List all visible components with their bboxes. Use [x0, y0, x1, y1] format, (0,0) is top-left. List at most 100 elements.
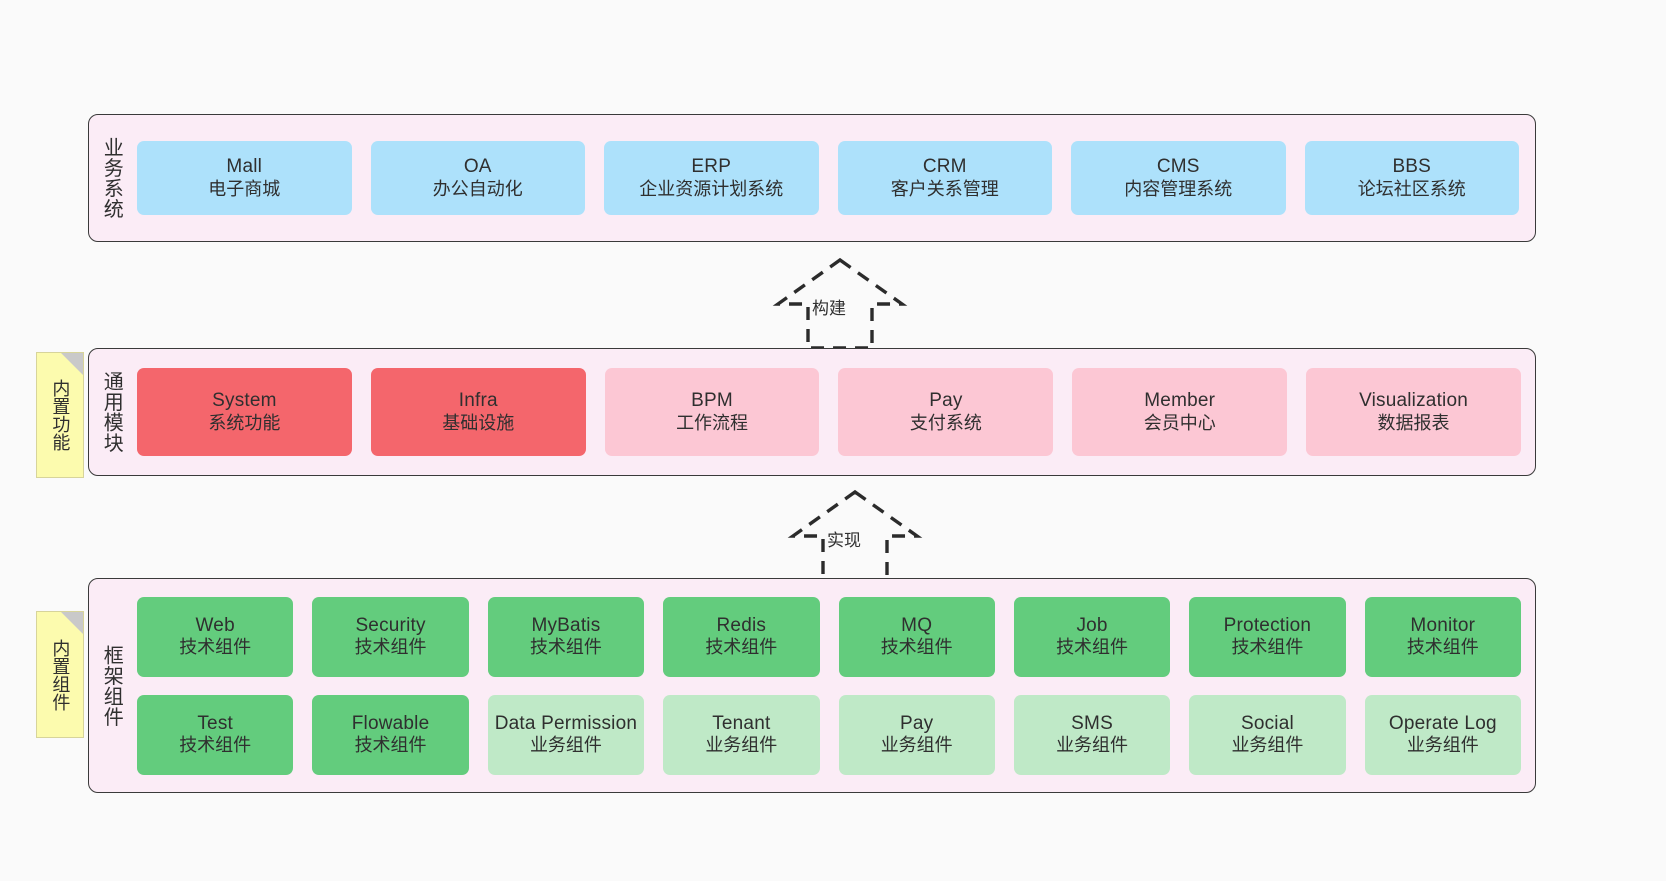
- card-social[interactable]: Social 业务组件: [1189, 694, 1346, 775]
- card-title-en: OA: [463, 156, 492, 178]
- card-title-cn: 技术组件: [354, 637, 427, 658]
- card-title-en: Tenant: [712, 712, 771, 734]
- card-title-en: Protection: [1223, 614, 1312, 636]
- card-title-en: Monitor: [1410, 614, 1476, 636]
- card-title-en: Job: [1076, 614, 1108, 636]
- card-security[interactable]: Security 技术组件: [312, 596, 469, 677]
- card-title-cn: 业务组件: [1056, 735, 1129, 756]
- card-title-cn: 办公自动化: [432, 178, 523, 199]
- card-title-cn: 电子商城: [208, 178, 281, 199]
- card-title-en: Redis: [716, 614, 767, 636]
- card-erp[interactable]: ERP 企业资源计划系统: [604, 141, 819, 215]
- card-title-en: Mall: [226, 156, 263, 178]
- card-title-cn: 支付系统: [909, 412, 982, 433]
- card-title-cn: 会员中心: [1143, 412, 1216, 433]
- card-title-en: Web: [195, 614, 235, 636]
- card-title-cn: 业务组件: [529, 735, 602, 756]
- card-title-en: Operate Log: [1388, 712, 1497, 734]
- card-title-cn: 技术组件: [880, 637, 953, 658]
- card-mall[interactable]: Mall 电子商城: [137, 141, 352, 215]
- card-title-en: BPM: [691, 390, 733, 412]
- card-title-cn: 工作流程: [676, 412, 749, 433]
- note-builtin-components: 内置组件: [36, 611, 84, 738]
- note-builtin-functions: 内置功能: [36, 352, 84, 478]
- card-redis[interactable]: Redis 技术组件: [663, 596, 820, 677]
- card-mq[interactable]: MQ 技术组件: [838, 596, 995, 677]
- card-job[interactable]: Job 技术组件: [1013, 596, 1171, 677]
- card-pay-component[interactable]: Pay 业务组件: [838, 694, 995, 775]
- card-bbs[interactable]: BBS 论坛社区系统: [1304, 141, 1519, 215]
- card-title-cn: 业务组件: [1406, 735, 1479, 756]
- card-title-cn: 技术组件: [705, 637, 778, 658]
- card-title-cn: 技术组件: [179, 735, 252, 756]
- row-framework-2: Test 技术组件 Flowable 技术组件 Data Permission …: [137, 694, 1521, 775]
- card-title-cn: 业务组件: [880, 735, 953, 756]
- card-sms[interactable]: SMS 业务组件: [1013, 694, 1171, 775]
- card-title-en: System: [212, 390, 277, 412]
- note-label: 内置组件: [50, 638, 71, 711]
- layer-title-modules: 通用模块: [100, 371, 123, 453]
- card-title-cn: 内容管理系统: [1124, 178, 1233, 199]
- card-title-en: Security: [355, 614, 426, 636]
- card-crm[interactable]: CRM 客户关系管理: [837, 141, 1052, 215]
- card-title-cn: 技术组件: [529, 637, 602, 658]
- card-title-cn: 企业资源计划系统: [639, 178, 784, 199]
- arrow-implement-label: 实现: [825, 526, 863, 551]
- card-title-cn: 技术组件: [1056, 637, 1129, 658]
- layer-body-framework: Web 技术组件 Security 技术组件 MyBatis 技术组件 Redi…: [133, 579, 1535, 792]
- layer-body-modules: System 系统功能 Infra 基础设施 BPM 工作流程 Pay 支付系统…: [133, 349, 1535, 475]
- card-infra[interactable]: Infra 基础设施: [370, 368, 586, 456]
- card-title-en: Flowable: [351, 712, 430, 734]
- card-member[interactable]: Member 会员中心: [1072, 368, 1288, 456]
- card-title-en: Pay: [900, 712, 934, 734]
- layer-business-systems: 业务系统 Mall 电子商城 OA 办公自动化 ERP 企业资源计划系统 CRM…: [88, 114, 1536, 242]
- card-cms[interactable]: CMS 内容管理系统: [1071, 141, 1286, 215]
- card-web[interactable]: Web 技术组件: [137, 596, 294, 677]
- card-title-cn: 业务组件: [1231, 735, 1304, 756]
- layer-framework-components: 框架组件 Web 技术组件 Security 技术组件 MyBatis 技术组件…: [88, 578, 1536, 793]
- card-title-en: CRM: [922, 156, 967, 178]
- layer-title-framework: 框架组件: [100, 644, 123, 727]
- card-title-en: Social: [1240, 712, 1294, 734]
- card-flowable[interactable]: Flowable 技术组件: [312, 694, 469, 775]
- card-mybatis[interactable]: MyBatis 技术组件: [487, 596, 645, 677]
- card-title-en: BBS: [1392, 156, 1432, 178]
- card-tenant[interactable]: Tenant 业务组件: [663, 694, 820, 775]
- card-monitor[interactable]: Monitor 技术组件: [1364, 596, 1521, 677]
- card-title-en: MQ: [901, 614, 933, 636]
- card-title-cn: 数据报表: [1377, 412, 1450, 433]
- card-oa[interactable]: OA 办公自动化: [370, 141, 585, 215]
- arrow-build: 构建: [750, 257, 930, 350]
- card-title-en: SMS: [1071, 712, 1113, 734]
- card-title-en: Data Permission: [494, 712, 638, 734]
- card-protection[interactable]: Protection 技术组件: [1189, 596, 1346, 677]
- card-title-en: Infra: [458, 390, 498, 412]
- card-title-en: CMS: [1156, 156, 1200, 178]
- card-title-cn: 技术组件: [354, 735, 427, 756]
- arrow-build-label: 构建: [810, 294, 848, 319]
- card-title-en: Member: [1144, 390, 1216, 412]
- card-title-cn: 技术组件: [179, 637, 252, 658]
- row-framework-1: Web 技术组件 Security 技术组件 MyBatis 技术组件 Redi…: [137, 596, 1521, 677]
- card-title-cn: 技术组件: [1406, 637, 1479, 658]
- card-operate-log[interactable]: Operate Log 业务组件: [1364, 694, 1521, 775]
- row-business-1: Mall 电子商城 OA 办公自动化 ERP 企业资源计划系统 CRM 客户关系…: [137, 141, 1519, 215]
- card-title-en: ERP: [691, 156, 732, 178]
- card-title-cn: 系统功能: [208, 412, 281, 433]
- card-data-permission[interactable]: Data Permission 业务组件: [487, 694, 645, 775]
- layer-common-modules: 通用模块 System 系统功能 Infra 基础设施 BPM 工作流程 Pay…: [88, 348, 1536, 476]
- card-title-cn: 论坛社区系统: [1357, 178, 1466, 199]
- card-bpm[interactable]: BPM 工作流程: [604, 368, 820, 456]
- card-title-cn: 基础设施: [442, 412, 515, 433]
- card-title-en: Visualization: [1359, 390, 1469, 412]
- card-visualization[interactable]: Visualization 数据报表: [1306, 368, 1521, 456]
- card-title-cn: 客户关系管理: [890, 178, 999, 199]
- card-pay-module[interactable]: Pay 支付系统: [838, 368, 1054, 456]
- card-system[interactable]: System 系统功能: [137, 368, 352, 456]
- arrow-implement: 实现: [765, 489, 945, 582]
- row-modules-1: System 系统功能 Infra 基础设施 BPM 工作流程 Pay 支付系统…: [137, 368, 1521, 456]
- layer-title-business: 业务系统: [100, 137, 123, 219]
- card-test[interactable]: Test 技术组件: [137, 694, 294, 775]
- layer-body-business: Mall 电子商城 OA 办公自动化 ERP 企业资源计划系统 CRM 客户关系…: [133, 115, 1535, 241]
